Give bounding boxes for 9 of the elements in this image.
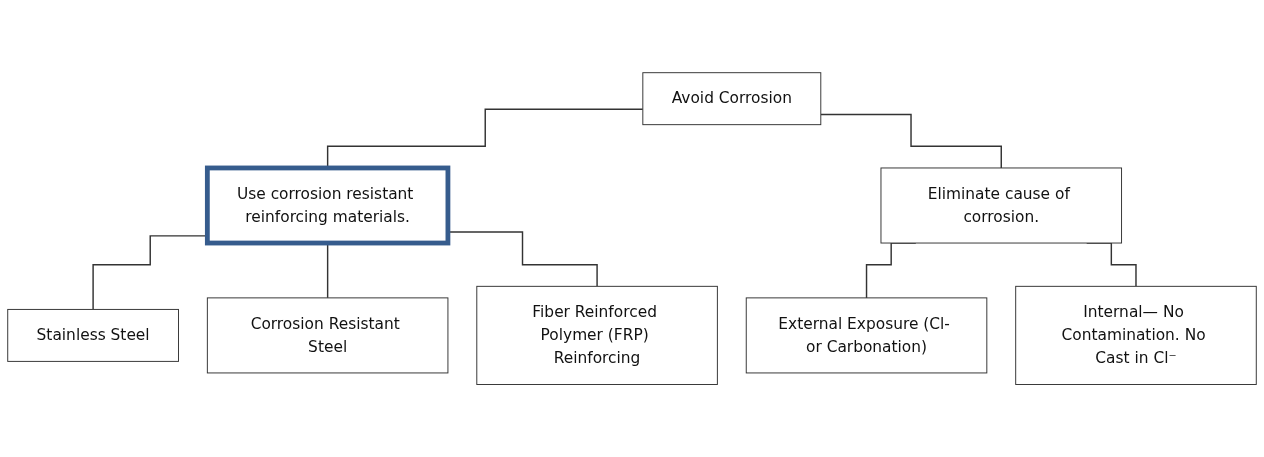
node-box: Eliminate cause of corrosion. (880, 167, 1123, 244)
node-box: Use corrosion resistant reinforcing materials. (204, 165, 451, 246)
node-box: Stainless Steel (7, 308, 179, 362)
node-box: Corrosion Resistant Steel (206, 297, 449, 374)
node-box: Fiber Reinforced Polymer (FRP) Reinforcing (476, 285, 718, 385)
connector (820, 113, 1002, 169)
node-box: Avoid Corrosion (642, 72, 822, 126)
node-box: Internal— No Contamination. No Cast in Cl⁻ (1015, 285, 1257, 385)
node-box: External Exposure (Cl- or Carbonation) (745, 297, 988, 374)
